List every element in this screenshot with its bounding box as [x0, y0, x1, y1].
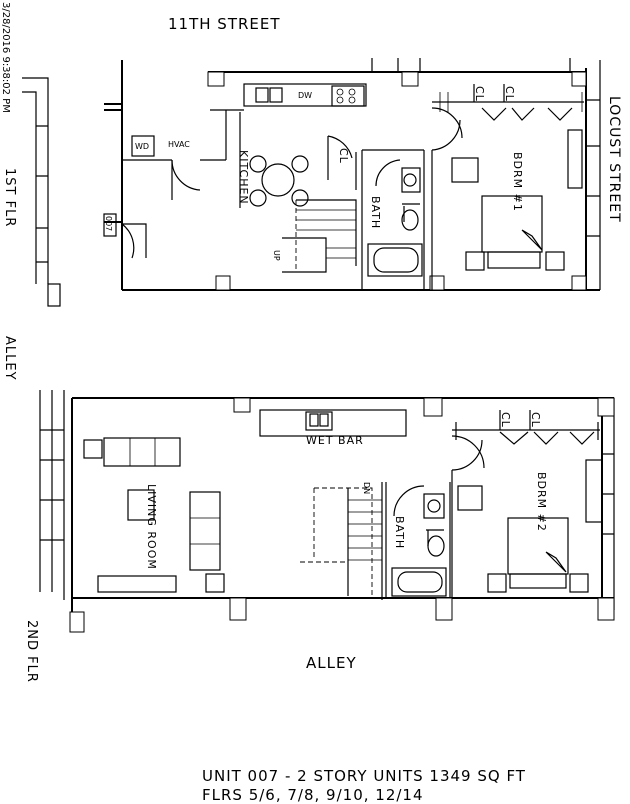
closet-a-label-second: CL	[499, 412, 512, 428]
floor-label-first: 1ST FLR	[2, 168, 17, 227]
hvac-label: HVAC	[168, 140, 190, 149]
second-floor-plan: WET BAR LIVING ROOM DN BATH	[69, 397, 615, 633]
footer-line-2: FLRS 5/6, 7/8, 9/10, 12/14	[202, 786, 424, 804]
living-room-label: LIVING ROOM	[145, 484, 158, 570]
stair-up-label: UP	[272, 250, 281, 261]
bedroom-label-first: BDRM #1	[511, 152, 524, 212]
bath-label-second: BATH	[393, 516, 406, 549]
bath-label-first: BATH	[369, 196, 382, 229]
closet-b-label-second: CL	[529, 412, 542, 428]
footer-line-1: UNIT 007 - 2 STORY UNITS 1349 SQ FT	[202, 767, 526, 785]
stair-first: UP	[272, 199, 357, 273]
first-floor-plan: WD HVAC 007 DW KITCHEN CL	[103, 58, 601, 291]
wet-bar-label: WET BAR	[306, 434, 364, 447]
closet-b-label-first: CL	[503, 86, 516, 102]
stair-down-label: DN	[362, 482, 371, 494]
stair-second: DN	[300, 482, 383, 600]
dining-table-icon	[249, 155, 309, 207]
closet-label-stair: CL	[337, 148, 350, 164]
neighbor-wall-first	[22, 77, 61, 307]
floor-label-second: 2ND FLR	[24, 620, 39, 683]
unit-tag-label: 007	[104, 216, 113, 231]
neighbor-wall-second	[39, 390, 65, 600]
bedroom-label-second: BDRM #2	[535, 472, 548, 532]
alley-bottom-label: ALLEY	[306, 654, 357, 672]
wd-label: WD	[135, 142, 149, 151]
alley-side-label: ALLEY	[2, 336, 17, 381]
kitchen-label: KITCHEN	[237, 150, 250, 205]
timestamp-label: 3/28/2016 9:38:02 PM	[0, 2, 11, 113]
north-street-label: 11TH STREET	[168, 15, 281, 33]
closet-a-label-first: CL	[473, 86, 486, 102]
east-street-label: LOCUST STREET	[606, 96, 622, 223]
dw-label: DW	[298, 91, 312, 100]
